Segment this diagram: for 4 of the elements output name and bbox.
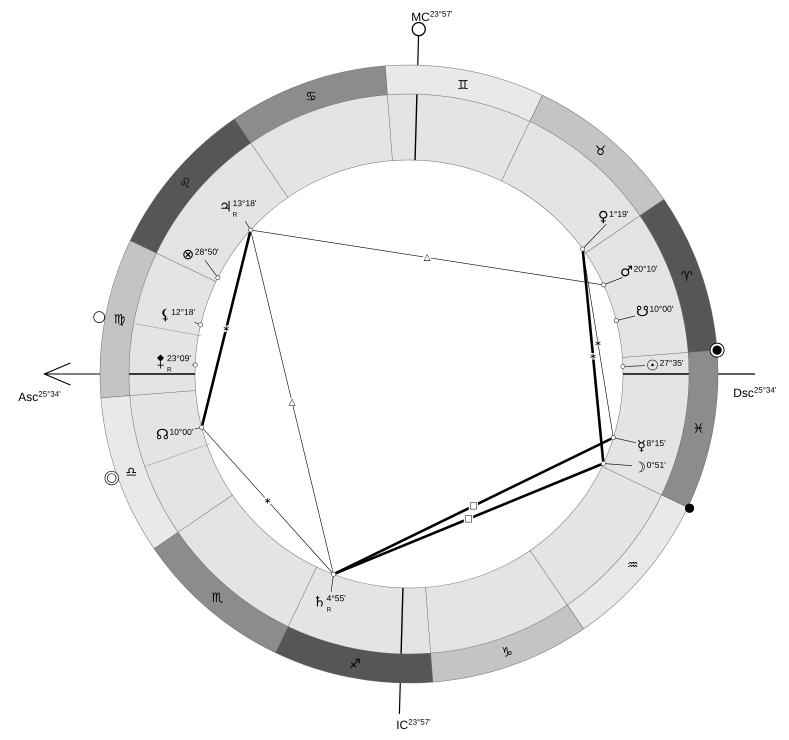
angle-label: Dsc$^{25°34'}$ — [734, 387, 776, 398]
angle-label: MC$^{23°57'}$ — [412, 11, 452, 22]
angle-label: Asc$^{25°34'}$ — [18, 391, 60, 402]
angle-label: IC$^{23°57'}$ — [397, 719, 430, 730]
